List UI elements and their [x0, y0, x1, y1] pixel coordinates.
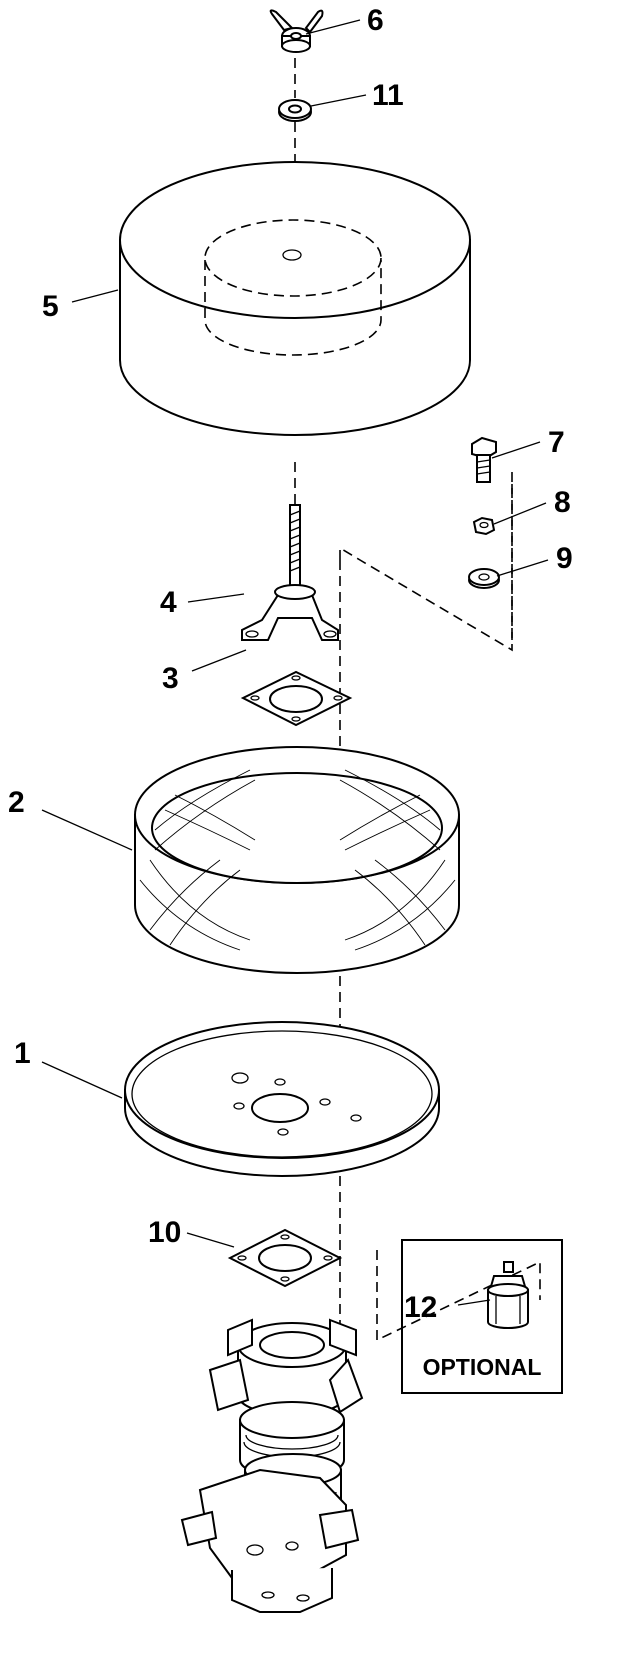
washer-part-11: [278, 99, 312, 122]
nut-part-8: [472, 516, 496, 536]
washer-part-9: [468, 568, 500, 589]
filter-element-part-2: [134, 746, 460, 974]
callout-7: 7: [548, 426, 565, 459]
sensor-part-12: [487, 1261, 529, 1329]
bolt-part-7: [471, 436, 497, 483]
optional-part-box: OPTIONAL: [401, 1239, 563, 1394]
filter-cover-part-5: [119, 161, 471, 436]
optional-label: OPTIONAL: [423, 1354, 542, 1380]
callout-4: 4: [160, 586, 177, 619]
callout-numbers: 6 11 5 7 8 9 4 3 2 1 10 12: [8, 4, 573, 1324]
callout-5: 5: [42, 290, 59, 323]
leader-lines: [41, 19, 549, 1306]
callout-12: 12: [404, 1291, 437, 1324]
callout-6: 6: [367, 4, 384, 37]
bracket-part-4: [241, 504, 339, 641]
callout-1: 1: [14, 1037, 31, 1070]
base-plate-part-1: [124, 1021, 440, 1177]
callout-9: 9: [556, 542, 573, 575]
callout-10: 10: [148, 1216, 181, 1249]
callout-8: 8: [554, 486, 571, 519]
gasket-part-10: [227, 1228, 343, 1288]
wing-nut-part-6: [269, 9, 324, 53]
callout-3: 3: [162, 662, 179, 695]
carburetor-assembly: [180, 1318, 364, 1613]
callout-11: 11: [372, 79, 404, 112]
gasket-part-3: [240, 670, 353, 727]
callout-2: 2: [8, 786, 25, 819]
